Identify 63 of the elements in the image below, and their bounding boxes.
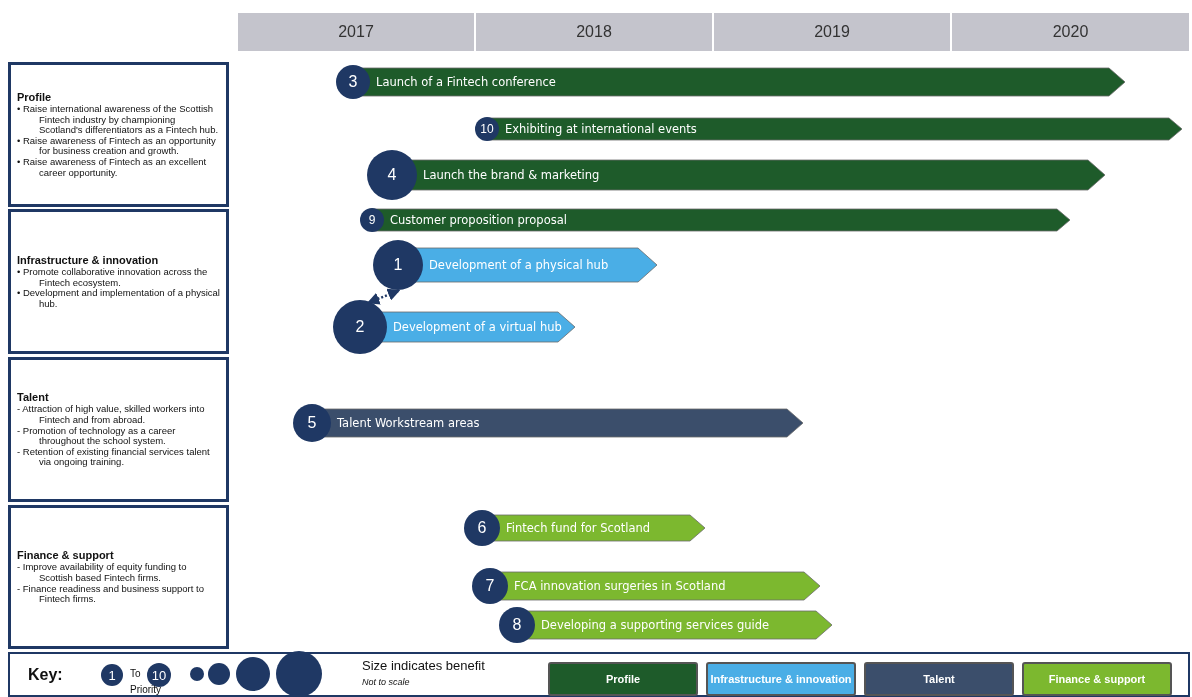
bar-label: Launch of a Fintech conference <box>376 74 556 91</box>
bar-label: Development of a virtual hub <box>393 319 562 336</box>
bullet-text: • Raise international awareness of the Scottish Fintech industry by championing Scotland's differentiators as a Fintech hub. <box>17 103 220 136</box>
priority-number: 4 <box>386 165 398 185</box>
bar-label: Exhibiting at international events <box>505 121 697 138</box>
key-text: Not to scale <box>362 677 410 687</box>
legend-key: Talent <box>864 662 1014 696</box>
category-panel <box>8 62 229 207</box>
timeline-bar <box>464 510 705 546</box>
timeline-bar <box>472 568 820 604</box>
bar-label: Customer proposition proposal <box>390 212 567 229</box>
panel-heading: Talent <box>17 390 50 404</box>
legend-key: Infrastructure & innovation <box>706 662 856 696</box>
bullet-text: - Improve availability of equity funding to Scottish based Fintech firms. <box>17 562 188 584</box>
panel-heading: Infrastructure & innovation <box>17 253 160 266</box>
legend-key: Profile <box>548 662 698 696</box>
dotted-arrow <box>366 288 401 305</box>
priority-number: 5 <box>306 413 318 433</box>
bullet-text: • Raise awareness of Fintech as an opportunity for business creation and growth. <box>17 135 217 158</box>
priority-number: 6 <box>476 518 488 538</box>
timeline-bar <box>336 65 1125 99</box>
priority-number: 2 <box>354 317 366 337</box>
priority-number: 8 <box>511 615 523 635</box>
panel-heading: Profile <box>17 90 53 103</box>
bullet-text: - Promotion of technology as a career throughout the school system. <box>17 425 177 447</box>
bullet-text: • Raise awareness of Fintech as an excellent career opportunity. <box>17 157 208 179</box>
bar-label: Fintech fund for Scotland <box>506 520 651 537</box>
bullet-text: - Retention of existing financial services talent via ongoing training. <box>17 446 211 469</box>
year-header: 2019 <box>713 12 951 52</box>
key-text: To <box>130 668 141 679</box>
category-panel <box>8 357 229 502</box>
bullet-text: • Development and implementation of a physical hub. <box>17 288 220 310</box>
bar-label: FCA innovation surgeries in Scotland <box>514 578 726 595</box>
priority-number: 3 <box>347 72 359 92</box>
bar-label: Launch the brand & marketing <box>423 167 600 184</box>
key-text: Key: <box>28 666 63 684</box>
category-panel <box>8 505 229 649</box>
key-text: Size indicates benefit <box>362 658 485 673</box>
key-text: Priority <box>130 684 162 695</box>
bullet-text: • Promote collaborative innovation across the Fintech ecosystem. <box>17 266 209 289</box>
bar-label: Developing a supporting services guide <box>541 617 770 634</box>
bullet-text: - Finance readiness and business support to Fintech firms. <box>17 583 205 605</box>
priority-number: 1 <box>392 255 404 275</box>
timeline-bar <box>293 404 803 442</box>
year-header: 2017 <box>237 12 475 52</box>
timeline-bar <box>475 117 1182 141</box>
priority-number: 7 <box>484 576 496 596</box>
year-header: 2018 <box>475 12 713 52</box>
timeline-bar <box>499 607 832 643</box>
priority-number: 9 <box>367 212 377 229</box>
timeline-bar <box>360 208 1070 232</box>
legend-key: Finance & support <box>1022 662 1172 696</box>
bullet-text: - Attraction of high value, skilled workers into Fintech and from abroad. <box>17 404 206 426</box>
priority-number: 10 <box>479 121 495 138</box>
timeline-bar <box>373 240 657 290</box>
panel-heading: Finance & support <box>17 549 115 562</box>
bar-label: Development of a physical hub <box>429 257 609 274</box>
priority-marker: 1 <box>101 664 123 686</box>
bar-label: Talent Workstream areas <box>337 415 480 432</box>
category-panel <box>8 209 229 354</box>
timeline-bar <box>333 300 575 354</box>
year-header: 2020 <box>951 12 1190 52</box>
timeline-bar <box>367 150 1105 200</box>
